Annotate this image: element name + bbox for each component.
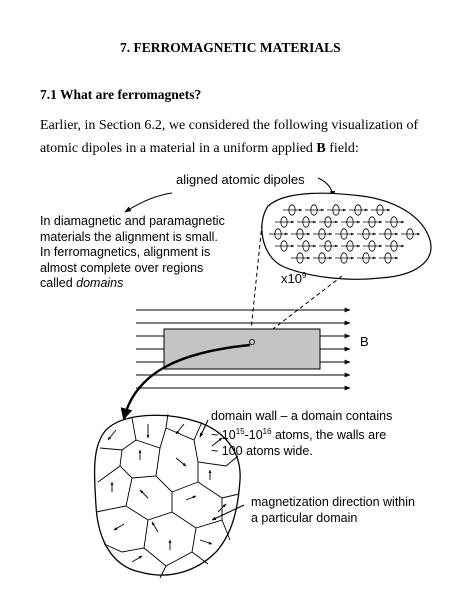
domain-wall-line-3: ~ 100 atoms wide.	[211, 444, 313, 458]
note-line-2: materials the alignment is small.	[40, 229, 218, 244]
domains-note: In diamagnetic and paramagnetic material…	[40, 214, 270, 292]
dipole-arrow	[341, 240, 361, 252]
dipole-arrow	[313, 252, 333, 264]
material-slab	[163, 328, 321, 370]
dipole-arrow	[275, 216, 295, 228]
magnetization-line-1: magnetization direction within	[251, 495, 415, 509]
intro-line-1: Earlier, in Section 6.2, we considered t…	[40, 118, 419, 133]
dipole-arrow	[283, 204, 303, 216]
dipole-arrow	[341, 216, 361, 228]
dipole-arrow	[363, 240, 383, 252]
dipole-arrow	[335, 252, 355, 264]
dipole-grid	[269, 204, 421, 264]
zoom-line-left	[249, 223, 263, 341]
dipole-arrow	[363, 216, 383, 228]
note-line-4: almost complete over regions	[40, 260, 204, 275]
domain-walls	[95, 413, 240, 579]
domain-arrow	[107, 429, 117, 441]
magnetization-pointer	[211, 504, 245, 521]
dipole-arrow	[305, 204, 325, 216]
intro-line-2: atomic dipoles in a material in a unifor…	[40, 141, 359, 156]
dipole-arrow	[319, 216, 339, 228]
zoom-spot	[248, 338, 255, 345]
note-line-3: In ferromagnetics, alignment is	[40, 245, 211, 259]
dipole-arrow	[269, 228, 289, 240]
dipole-arrow	[275, 240, 295, 252]
field-symbol: B	[316, 141, 326, 156]
subsection-title: 7.1 What are ferromagnets?	[40, 87, 202, 102]
dipole-arrow	[385, 216, 405, 228]
dipole-blob	[261, 192, 432, 280]
domain-wall-pointer	[199, 419, 209, 438]
note-line-5: called domains	[40, 276, 124, 290]
domain-arrow	[175, 457, 187, 467]
dipole-arrow	[335, 228, 355, 240]
domain-arrow	[113, 523, 125, 531]
dipole-arrow	[327, 204, 347, 216]
field-b-label: B	[360, 334, 369, 349]
domain-arrow	[185, 495, 197, 501]
dipole-arrow	[385, 240, 405, 252]
domain-magnetization-arrows	[107, 423, 227, 563]
dipole-arrow	[379, 252, 399, 264]
dipole-arrow	[297, 240, 317, 252]
dipole-arrow	[357, 228, 377, 240]
curved-arrow	[120, 343, 251, 421]
note-line-1: In diamagnetic and paramagnetic	[40, 214, 225, 228]
domains-term: domains	[76, 276, 124, 290]
domain-arrow	[217, 503, 227, 513]
domain-arrow	[131, 555, 143, 563]
domain-arrow	[199, 539, 213, 545]
domain-wall-line-1: domain wall – a domain contains	[211, 409, 393, 423]
magnetization-line-2: a particular domain	[251, 511, 358, 525]
dipole-arrow	[297, 216, 317, 228]
dipole-arrow	[349, 204, 369, 216]
domain-wall-label: domain wall – a domain contains ~ 1015-1…	[211, 408, 392, 459]
dipole-arrow	[313, 228, 333, 240]
aligned-label-arrow-left	[124, 192, 173, 213]
domain-arrow	[175, 423, 185, 435]
magnetization-label: magnetization direction within a particu…	[251, 494, 415, 526]
dipole-arrow	[291, 228, 311, 240]
dipole-arrow	[319, 240, 339, 252]
domain-arrow	[151, 521, 159, 533]
aligned-dipoles-label: aligned atomic dipoles	[176, 172, 305, 187]
magnification-label: x109	[281, 271, 307, 286]
dipole-arrow	[371, 204, 391, 216]
domain-outline	[93, 414, 241, 576]
section-title: 7. FERROMAGNETIC MATERIALS	[120, 40, 341, 55]
dipole-arrow	[401, 228, 421, 240]
domain-arrow	[211, 437, 223, 447]
dipole-arrow	[379, 228, 399, 240]
dipole-arrow	[357, 252, 377, 264]
domain-wall-line-2: ~ 1015-1016 atoms, the walls are	[211, 427, 387, 442]
dipole-arrow	[291, 252, 311, 264]
domain-arrow	[139, 489, 149, 499]
